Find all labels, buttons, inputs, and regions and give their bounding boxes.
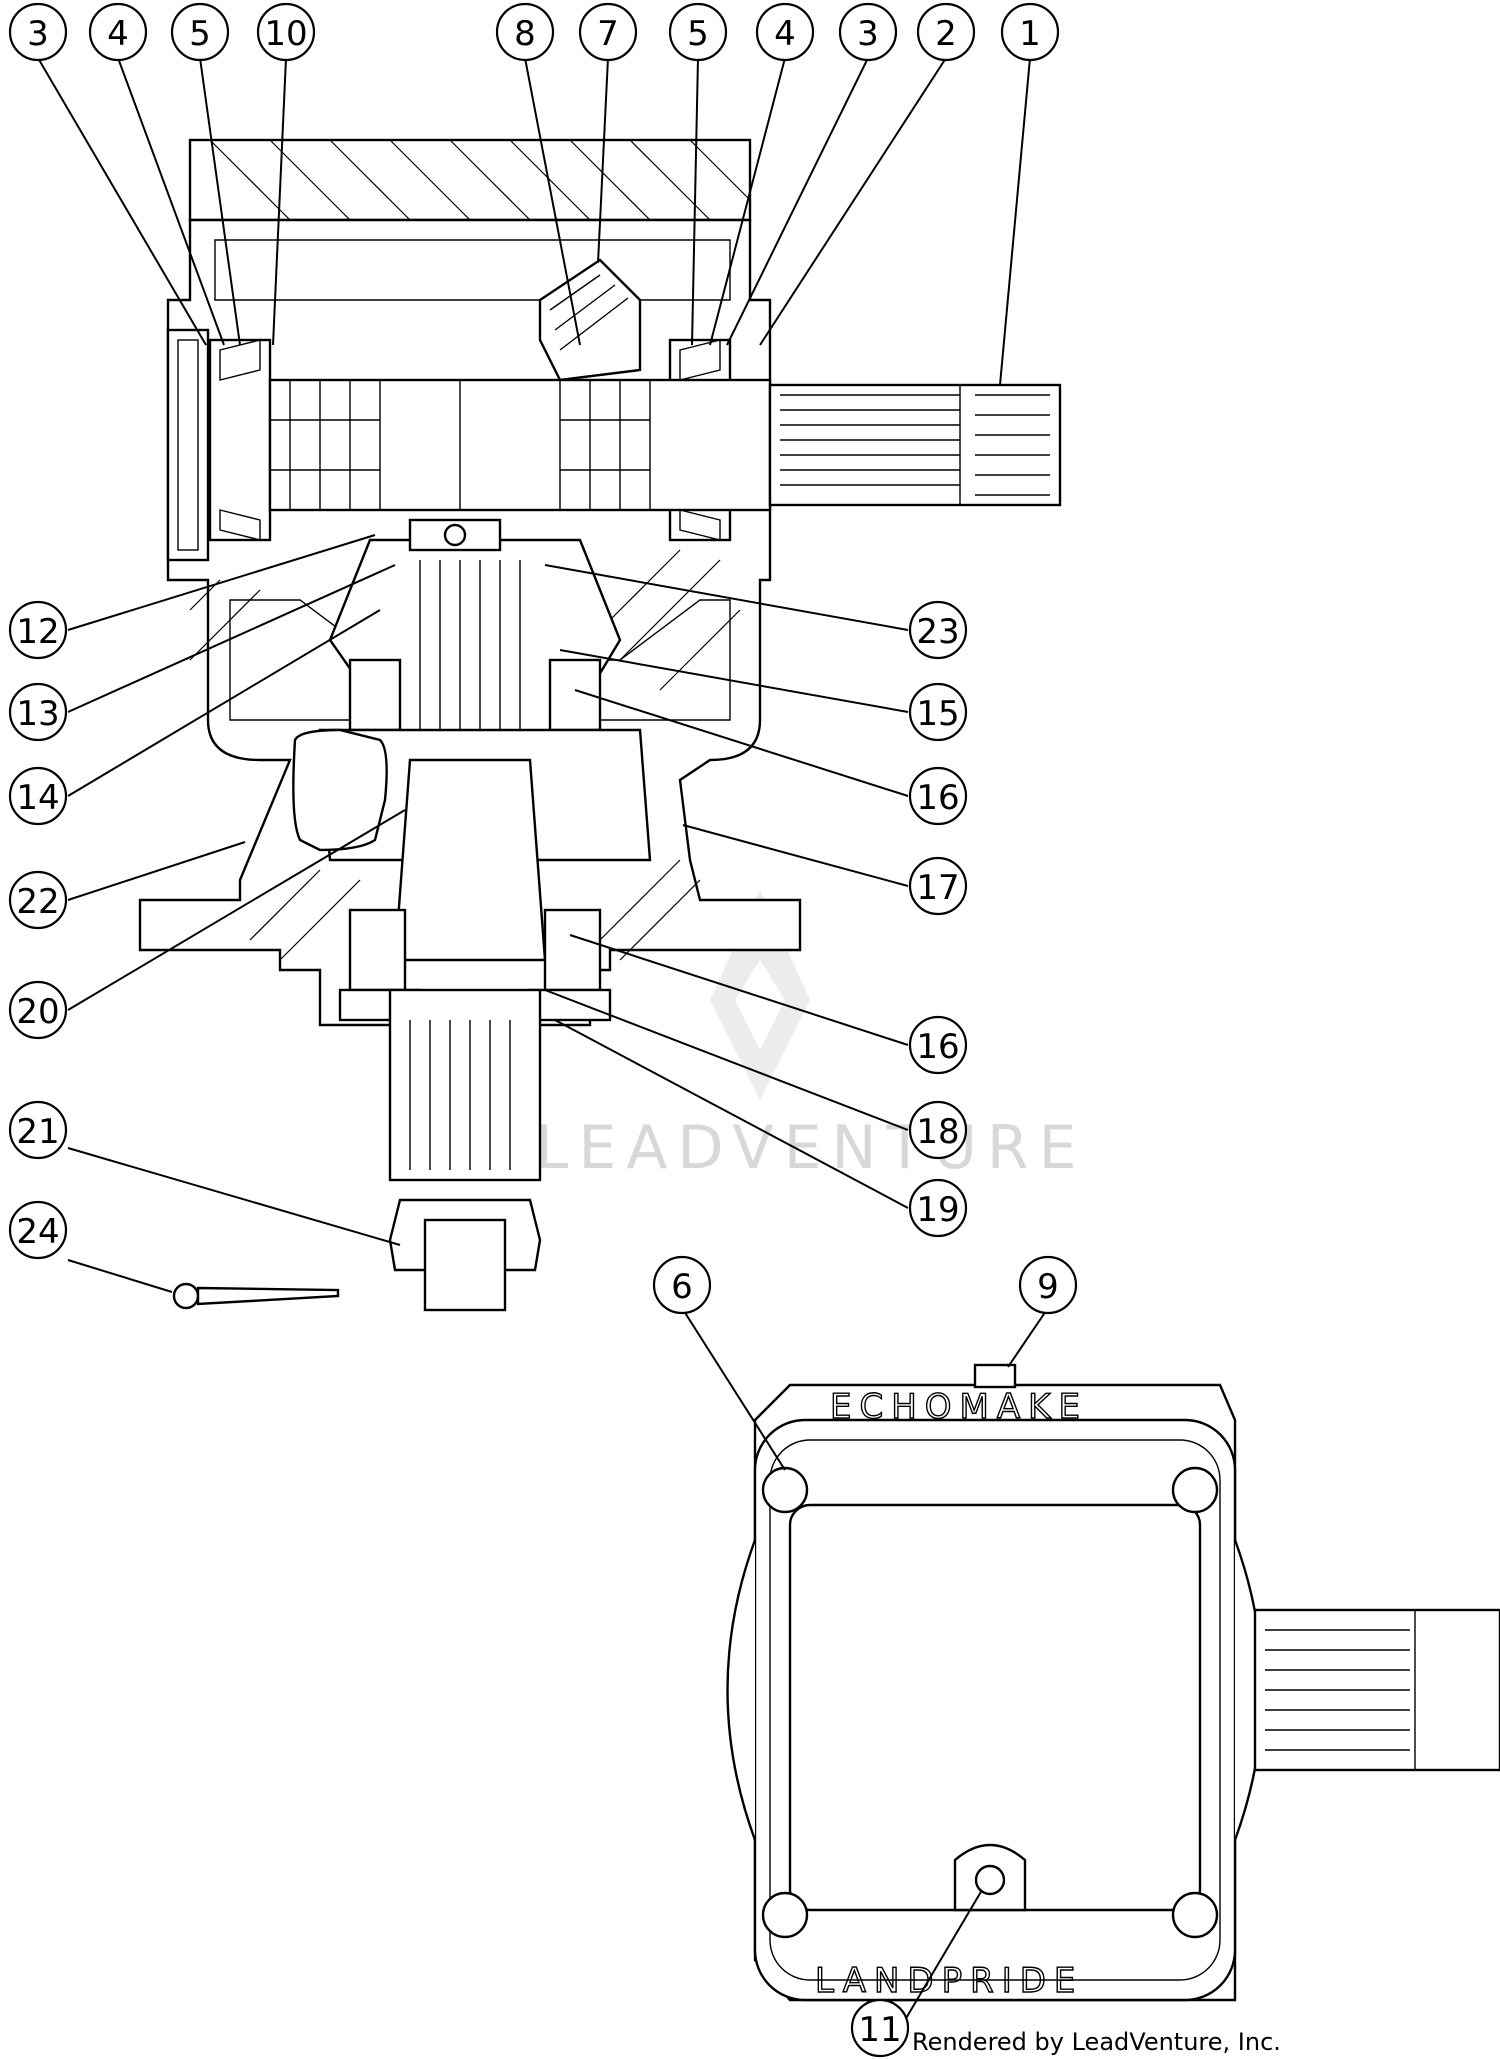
- callout-label: 22: [16, 882, 59, 922]
- callout-7: 7: [578, 2, 638, 62]
- callout-20: 20: [8, 980, 68, 1040]
- callout-5-left: 5: [170, 2, 230, 62]
- callout-4-right: 4: [755, 2, 815, 62]
- callout-label: 2: [935, 14, 957, 54]
- callout-label: 16: [916, 778, 959, 818]
- callout-14: 14: [8, 766, 68, 826]
- callout-3-right: 3: [838, 2, 898, 62]
- callout-19: 19: [908, 1178, 968, 1238]
- bolt-top-right: [1171, 1466, 1219, 1514]
- gearbox-cross-section: [138, 138, 1062, 1312]
- callout-label: 12: [16, 612, 59, 652]
- callout-label: 24: [16, 1212, 59, 1252]
- bolt-bottom-right: [1171, 1891, 1219, 1939]
- brand-bottom-text: LANDPRIDE: [815, 1961, 1083, 2001]
- callout-label: 3: [857, 14, 879, 54]
- brand-top-text: ECHOMAKE: [830, 1387, 1088, 1427]
- callout-22: 22: [8, 870, 68, 930]
- callout-8: 8: [495, 2, 555, 62]
- callout-24: 24: [8, 1200, 68, 1260]
- gearbox-exterior-view: ECHOMAKE LANDPRIDE: [726, 1363, 1500, 2002]
- callout-2: 2: [916, 2, 976, 62]
- callout-4-left: 4: [88, 2, 148, 62]
- callout-label: 9: [1037, 1267, 1059, 1307]
- leader-lines: [37, 57, 1049, 2021]
- callout-5-right: 5: [668, 2, 728, 62]
- callout-label: 13: [16, 694, 59, 734]
- callout-label: 4: [107, 14, 129, 54]
- callout-label: 16: [916, 1027, 959, 1067]
- callout-label: 6: [671, 1267, 693, 1307]
- callout-12: 12: [8, 600, 68, 660]
- callout-label: 1: [1019, 14, 1041, 54]
- callout-3-left: 3: [8, 2, 68, 62]
- callout-16-upper: 16: [908, 766, 968, 826]
- leadventure-watermark: LEADVENTURE: [535, 890, 1087, 1183]
- callout-23: 23: [908, 600, 968, 660]
- drain-plug: [974, 1864, 1006, 1896]
- bolt-top-left: [761, 1466, 809, 1514]
- callout-1: 1: [1000, 2, 1060, 62]
- callout-label: 3: [27, 14, 49, 54]
- callout-label: 7: [597, 14, 619, 54]
- watermark-text: LEADVENTURE: [535, 1113, 1087, 1183]
- bolt-bottom-left: [761, 1891, 809, 1939]
- callout-label: 5: [687, 14, 709, 54]
- callout-label: 5: [189, 14, 211, 54]
- callout-18: 18: [908, 1100, 968, 1160]
- callout-label: 14: [16, 778, 59, 818]
- callout-10: 10: [256, 2, 316, 62]
- callout-15: 15: [908, 682, 968, 742]
- callout-16-lower: 16: [908, 1015, 968, 1075]
- callout-label: 20: [16, 992, 59, 1032]
- callout-9: 9: [1018, 1255, 1078, 1315]
- callout-label: 8: [514, 14, 536, 54]
- callout-13: 13: [8, 682, 68, 742]
- callout-label: 17: [916, 868, 959, 908]
- callout-label: 11: [858, 2010, 901, 2050]
- footer-credit: Rendered by LeadVenture, Inc.: [912, 2028, 1281, 2056]
- callout-label: 23: [916, 612, 959, 652]
- callout-label: 15: [916, 694, 959, 734]
- callout-label: 4: [774, 14, 796, 54]
- callout-6: 6: [652, 1255, 712, 1315]
- callout-17: 17: [908, 856, 968, 916]
- callout-11: 11: [850, 1998, 910, 2058]
- callout-label: 19: [916, 1190, 959, 1230]
- callout-21: 21: [8, 1100, 68, 1160]
- callout-label: 18: [916, 1112, 959, 1152]
- callout-label: 21: [16, 1112, 59, 1152]
- callout-label: 10: [264, 14, 307, 54]
